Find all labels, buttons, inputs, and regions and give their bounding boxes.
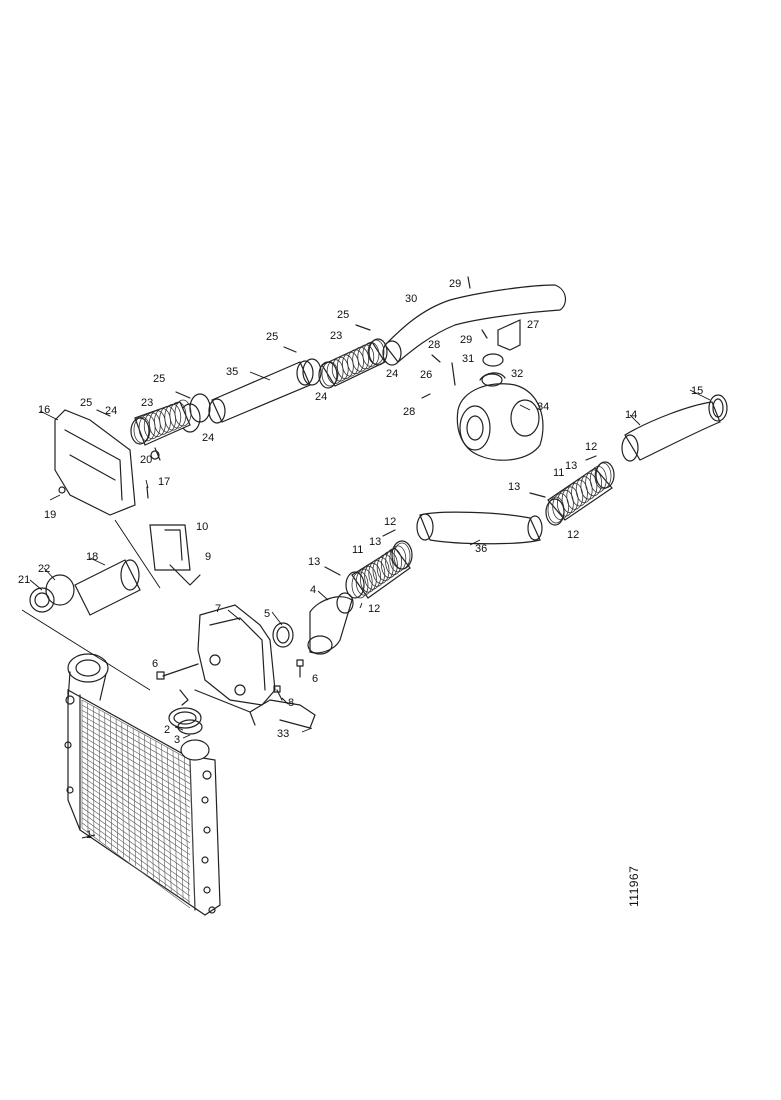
callout-6b: 6	[312, 673, 318, 685]
callout-18: 18	[86, 551, 98, 563]
callout-13a: 13	[308, 556, 320, 568]
callout-32: 32	[511, 368, 523, 380]
callout-15: 15	[691, 385, 703, 397]
callout-29b: 29	[460, 334, 472, 346]
callout-25b: 25	[80, 397, 92, 409]
callout-23b: 23	[330, 330, 342, 342]
callout-13c: 13	[508, 481, 520, 493]
callout-12a: 12	[384, 516, 396, 528]
callout-19: 19	[44, 509, 56, 521]
callout-11b: 11	[553, 467, 564, 479]
bolt-25-set	[96, 324, 371, 417]
clamp-21-22	[29, 574, 75, 613]
sleeve-5	[272, 622, 294, 648]
intercooler-core	[64, 653, 221, 916]
pipe-35	[208, 360, 314, 424]
bracket-16	[54, 409, 160, 516]
callout-33: 33	[277, 728, 289, 740]
elbow-4	[307, 592, 354, 655]
callout-6a: 6	[152, 658, 158, 670]
callout-12d: 12	[567, 529, 579, 541]
bolt-29-mid	[481, 329, 488, 339]
pipe-36	[416, 511, 543, 545]
pipe-14	[621, 401, 721, 462]
callout-11a: 11	[352, 544, 363, 556]
callout-27: 27	[527, 319, 539, 331]
callout-34: 34	[537, 401, 549, 413]
callout-25c: 25	[266, 331, 278, 343]
callout-13d: 13	[565, 460, 577, 472]
bolt-28-set	[421, 354, 456, 399]
hose-23-upper	[318, 338, 388, 389]
callout-24b: 24	[202, 432, 214, 444]
callout-30: 30	[405, 293, 417, 305]
callout-7: 7	[215, 603, 221, 615]
callout-35: 35	[226, 366, 238, 378]
callout-16: 16	[38, 404, 50, 416]
callout-24c: 24	[315, 391, 327, 403]
turbocharger	[456, 372, 544, 461]
hose-23-lower	[130, 399, 192, 446]
bolt-6-left	[156, 663, 199, 680]
callout-12b: 12	[368, 603, 380, 615]
charge-air-manifold	[194, 604, 316, 729]
bolt-20	[154, 447, 161, 461]
callout-labels: 1 2 3 4 5 6 6 7 8 9 10 11 11 12 12 12 12…	[18, 278, 703, 841]
bolt-17	[146, 486, 149, 499]
callout-28a: 28	[428, 339, 440, 351]
bolt-6-right	[296, 659, 304, 678]
callout-24d: 24	[386, 368, 398, 380]
clamp-31-32	[481, 353, 504, 387]
callout-4: 4	[310, 584, 316, 596]
bracket-27	[497, 319, 521, 351]
bolt-13-set	[324, 455, 597, 576]
drawing-number: 111967	[627, 866, 641, 907]
callout-29a: 29	[449, 278, 461, 290]
hose-clamp-2-3	[168, 689, 203, 735]
callout-23a: 23	[141, 397, 153, 409]
callout-13b: 13	[369, 536, 381, 548]
pipe-18	[74, 559, 141, 616]
callout-17: 17	[158, 476, 170, 488]
callout-2: 2	[164, 724, 170, 736]
callout-31: 31	[462, 353, 474, 365]
leader-lines	[21, 371, 711, 839]
pipe-30	[382, 284, 566, 366]
bracket-9	[169, 564, 201, 586]
clamp-15	[708, 394, 728, 422]
callout-25a: 25	[153, 373, 165, 385]
callout-20: 20	[140, 454, 152, 466]
callout-10: 10	[196, 521, 208, 533]
callout-24a: 24	[105, 405, 117, 417]
callout-25d: 25	[337, 309, 349, 321]
hose-11-upper	[545, 461, 615, 526]
hose-11-lower	[345, 540, 413, 599]
callout-14: 14	[625, 409, 637, 421]
callout-21: 21	[18, 574, 30, 586]
plate-10	[149, 524, 191, 571]
callout-3: 3	[174, 734, 180, 746]
callout-5: 5	[264, 608, 270, 620]
callout-1: 1	[86, 829, 92, 841]
bolt-8	[273, 685, 283, 701]
callout-12c: 12	[585, 441, 597, 453]
bolt-29-top	[467, 276, 471, 289]
callout-28b: 28	[403, 406, 415, 418]
callout-36: 36	[475, 543, 487, 555]
callout-9: 9	[205, 551, 211, 563]
callout-22: 22	[38, 563, 50, 575]
callout-8: 8	[288, 697, 294, 709]
callout-26: 26	[420, 369, 432, 381]
